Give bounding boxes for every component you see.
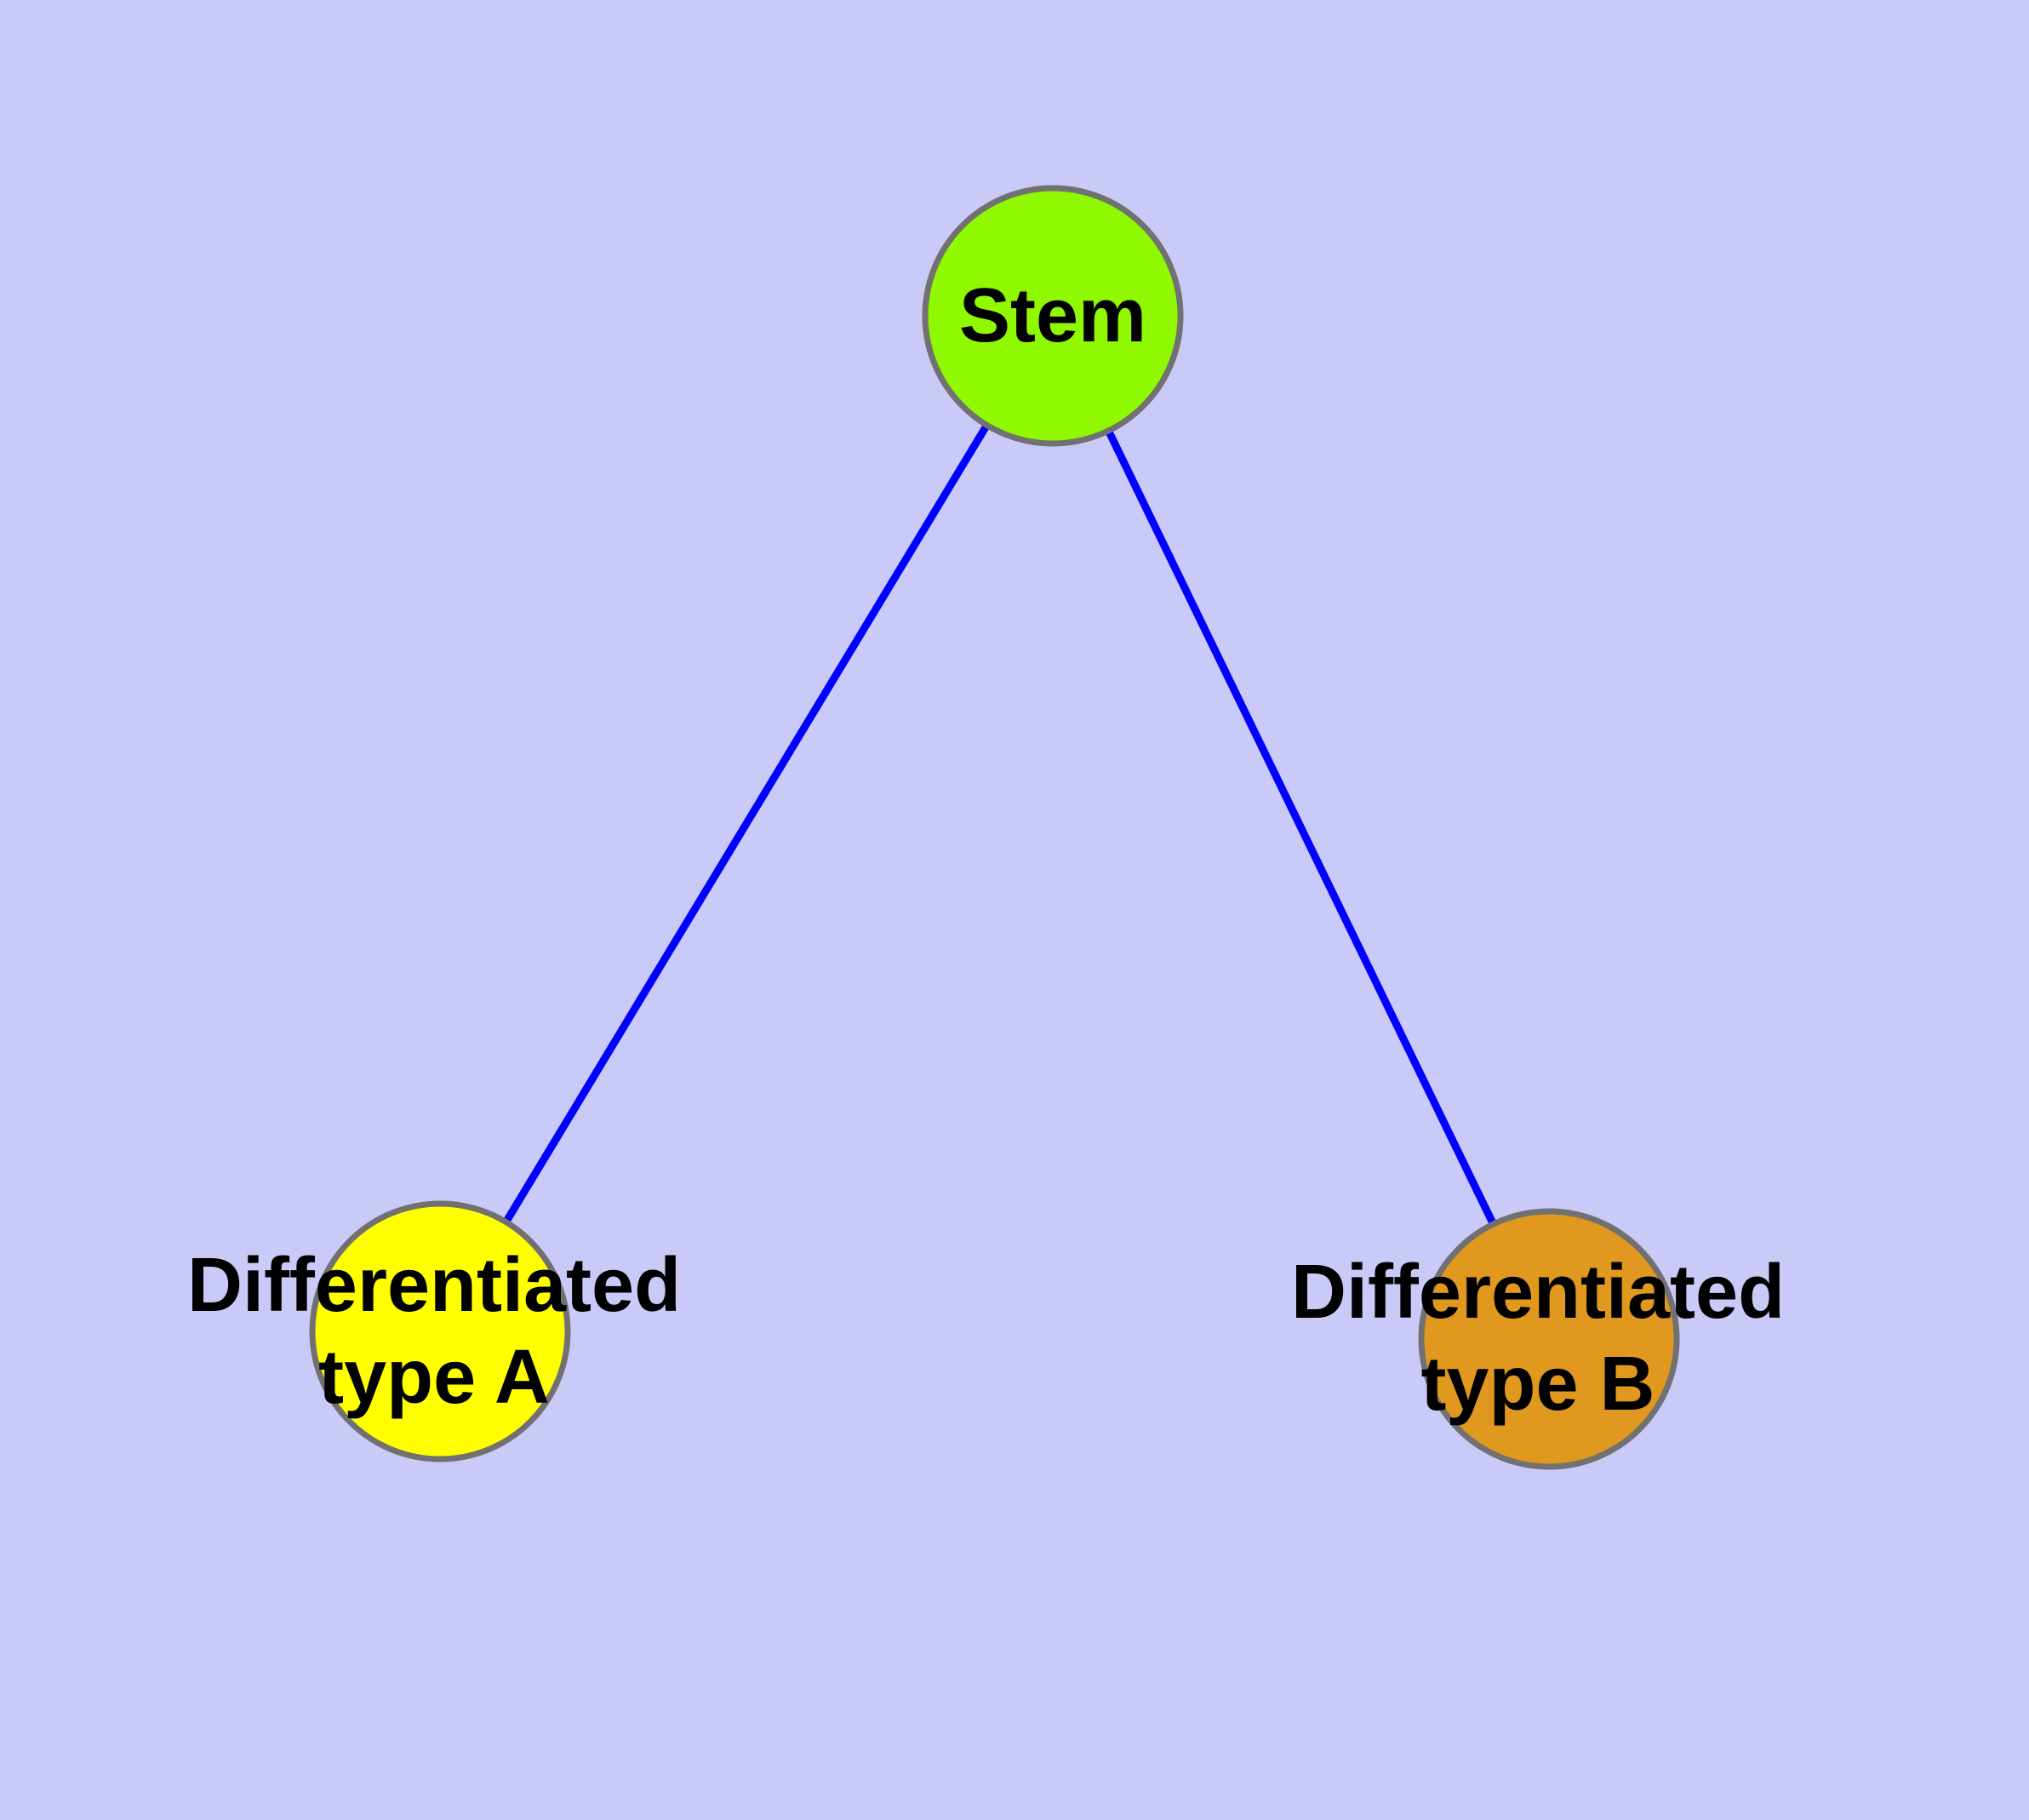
node-type-b-circle [1418, 1208, 1680, 1470]
node-type-b-label-line-1: Differentiated [1290, 1250, 1786, 1335]
node-type-a-label: Differentiated type A [187, 1239, 681, 1423]
edge-stem-to-type-a [437, 313, 1056, 1334]
edge-stem-to-type-b [1049, 314, 1553, 1341]
node-type-a-circle [309, 1200, 571, 1462]
node-type-a-label-line-1: Differentiated [186, 1243, 682, 1328]
node-type-b-label: Differentiated type B [1291, 1246, 1785, 1430]
node-type-b-label-line-2: type B [1420, 1342, 1655, 1427]
node-stem-label-line: Stem [958, 273, 1147, 358]
node-stem-circle [922, 185, 1184, 447]
node-type-a-label-line-2: type A [318, 1335, 550, 1420]
node-stem-label: Stem [959, 270, 1146, 362]
